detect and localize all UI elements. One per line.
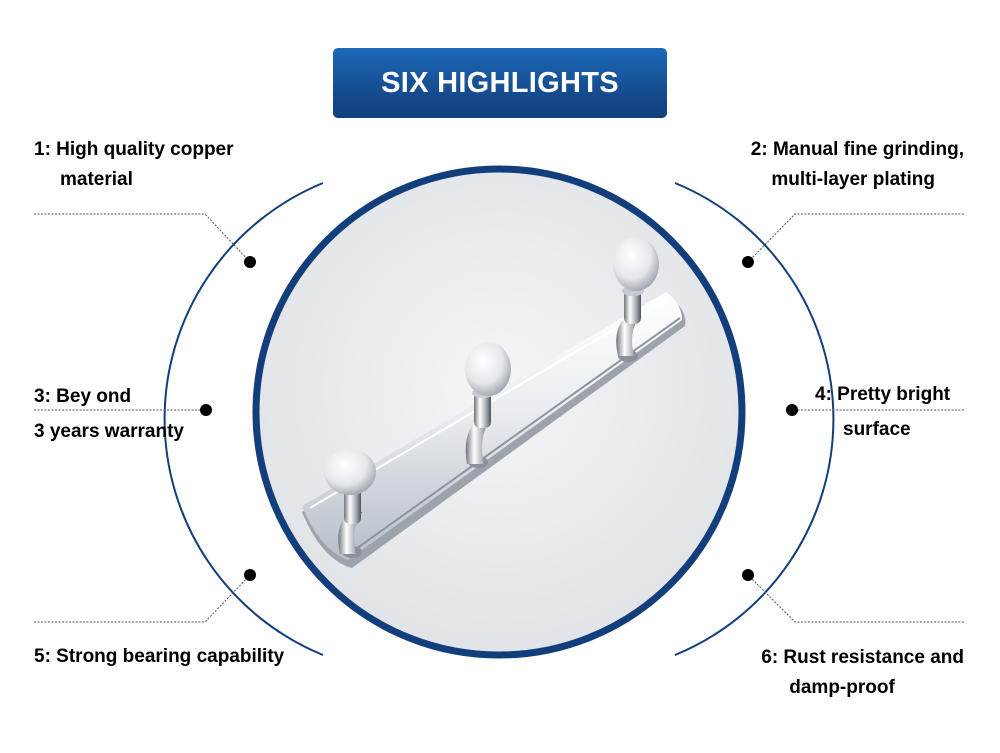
highlight-6-line1: 6: Rust resistance and [761, 647, 964, 668]
highlight-1: 1: High quality copper material [34, 135, 234, 195]
highlight-3: 3: Bey ond 3 years warranty [34, 379, 184, 449]
highlight-1-line1: 1: High quality copper [34, 139, 234, 160]
connector-dot-1 [244, 256, 256, 268]
hook-left [324, 449, 376, 558]
connector-dot-6 [742, 569, 754, 581]
connector-dot-4 [786, 404, 798, 416]
highlight-5: 5: Strong bearing capability [34, 642, 284, 672]
hook-right [613, 237, 659, 362]
highlight-3-line2: 3 years warranty [34, 421, 184, 442]
highlight-2: 2: Manual fine grinding, multi-layer pla… [751, 135, 964, 195]
leader-line-5 [34, 574, 251, 623]
hook-rack-image [302, 237, 686, 568]
product-photo-ring [252, 165, 746, 659]
highlight-5-line1: 5: Strong bearing capability [34, 646, 285, 667]
connector-dot-2 [742, 256, 754, 268]
highlight-1-line2: material [60, 169, 133, 190]
highlight-6: 6: Rust resistance and damp-proof [761, 643, 964, 703]
connector-dot-5 [244, 569, 256, 581]
outer-arc-right [674, 182, 835, 656]
highlight-2-line2: multi-layer plating [771, 169, 935, 190]
highlight-3-line1: 3: Bey ond [34, 386, 132, 407]
highlight-6-line2: damp-proof [789, 677, 895, 698]
leader-line-6 [747, 574, 964, 623]
outer-arc-left [163, 182, 324, 656]
highlight-2-line1: 2: Manual fine grinding, [750, 139, 964, 160]
leader-line-1 [34, 213, 251, 263]
page-title: SIX HIGHLIGHTS [333, 48, 667, 118]
connector-dot-3 [200, 404, 212, 416]
leader-line-2 [747, 213, 964, 263]
hook-middle [465, 342, 511, 468]
highlight-4-line2: surface [843, 419, 911, 440]
highlight-4-line1: 4: Pretty bright [815, 384, 951, 405]
highlight-4: 4: Pretty bright surface [815, 377, 950, 447]
